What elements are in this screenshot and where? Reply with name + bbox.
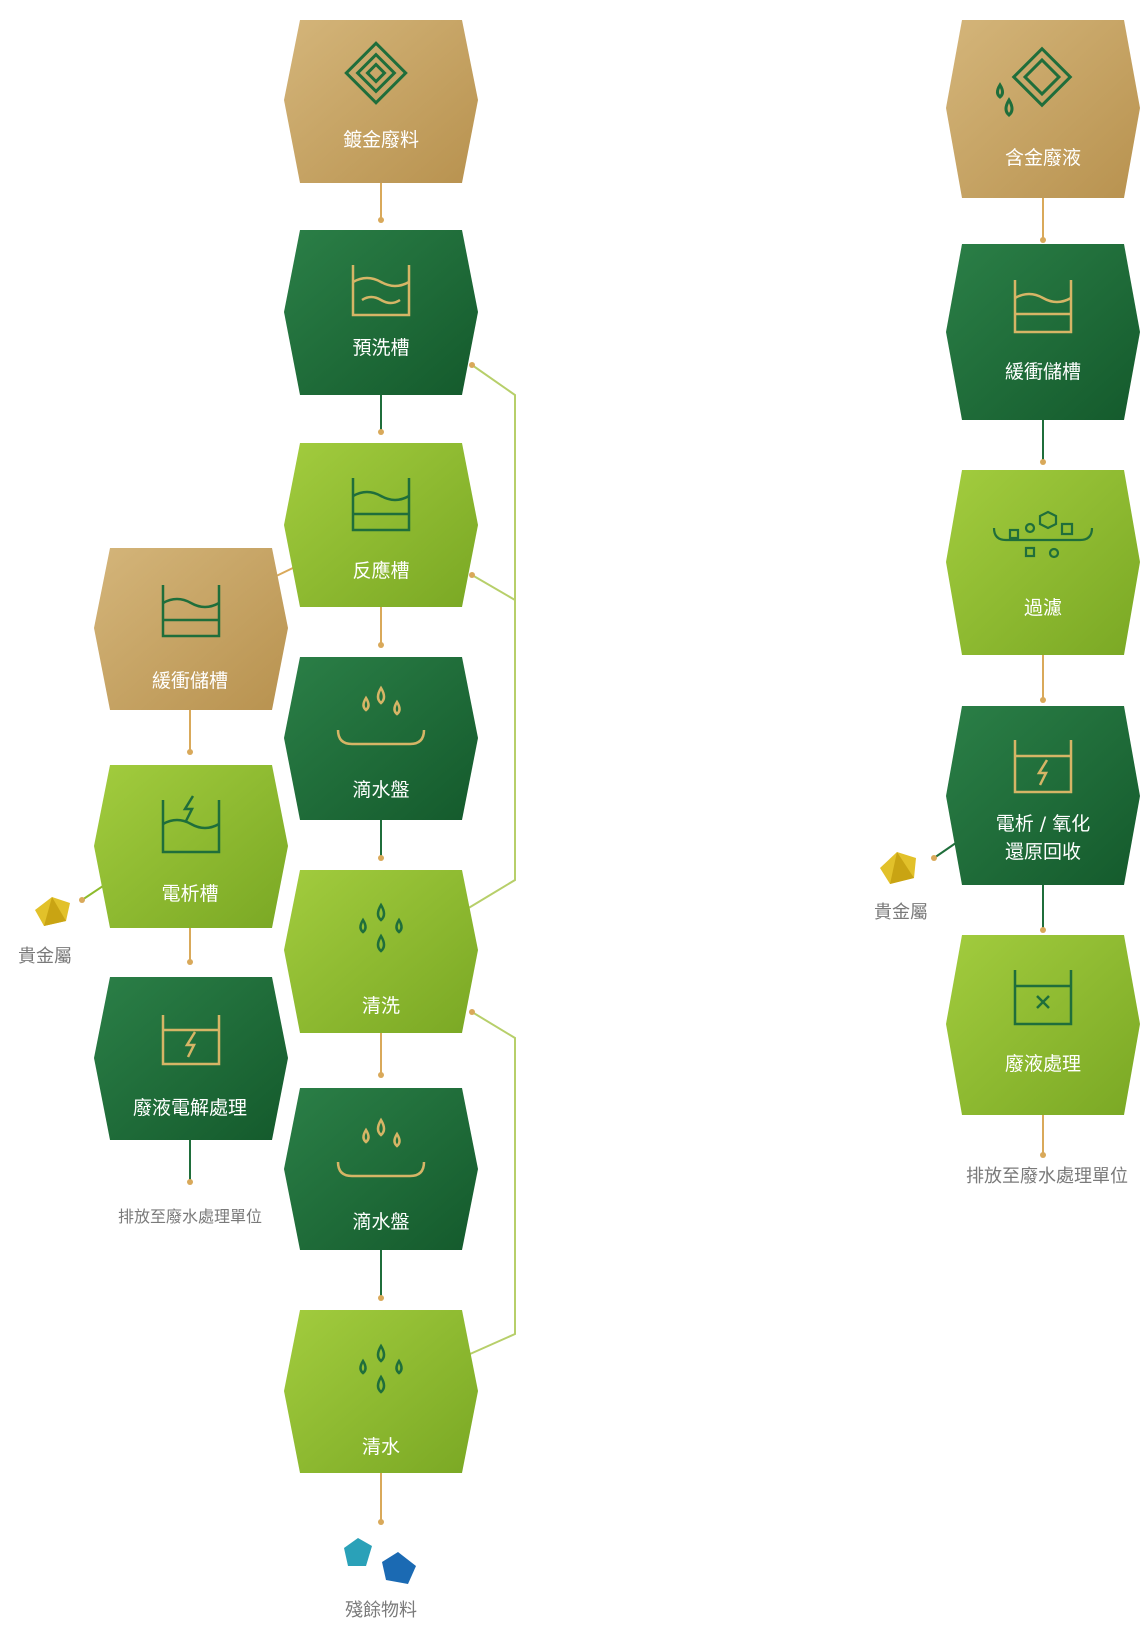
node-label: 預洗槽 <box>352 337 409 359</box>
water-drops-icon <box>359 1343 403 1394</box>
drip-tray-icon <box>336 1117 426 1178</box>
node-label: 廢液處理 <box>1005 1053 1081 1075</box>
tank-wave-icon <box>351 265 411 317</box>
node-clean-water: 清水 <box>284 1310 478 1473</box>
precious-metal-label: 貴金屬 <box>18 946 72 967</box>
node-prewash-tank: 預洗槽 <box>284 230 478 395</box>
water-drops-icon <box>359 902 403 953</box>
hex-shape <box>284 20 478 183</box>
node-drip-tray-1: 滴水盤 <box>284 657 478 820</box>
node-label: 滴水盤 <box>352 779 409 801</box>
node-reaction-tank: 反應槽 <box>284 443 478 607</box>
tank-icon <box>161 585 221 638</box>
node-label: 反應槽 <box>352 559 409 582</box>
node-label: 含金廢液 <box>1005 147 1081 169</box>
node-label: 過濾 <box>1024 597 1062 619</box>
node-plating-waste: 鍍金廢料 <box>284 20 478 183</box>
node-electrolysis-tank: 電析槽 <box>94 765 288 928</box>
node-label-line2: 還原回收 <box>1005 841 1081 863</box>
tank-x-icon <box>1013 970 1073 1026</box>
precious-metal-label: 貴金屬 <box>874 902 928 923</box>
node-label: 電析槽 <box>161 883 218 905</box>
node-drip-tray-2: 滴水盤 <box>284 1088 478 1250</box>
tank-bolt-icon <box>161 1015 221 1066</box>
tank-bolt-icon <box>1013 740 1073 794</box>
node-electro-recovery: 電析 / 氧化 還原回收 <box>946 706 1140 885</box>
node-waste-treatment: 廢液處理 <box>946 935 1140 1115</box>
drip-tray-icon <box>336 685 426 746</box>
node-buffer-tank: 緩衝儲槽 <box>94 548 288 710</box>
discharge-label: 排放至廢水處理單位 <box>966 1166 1128 1187</box>
maze-drops-icon <box>996 46 1073 117</box>
residue-gems-icon <box>344 1538 416 1584</box>
connector-dots <box>79 217 1046 1525</box>
tank-bolt-icon <box>161 795 221 854</box>
node-label: 緩衝儲槽 <box>152 670 228 692</box>
node-label: 清水 <box>362 1436 400 1458</box>
node-label-line1: 電析 / 氧化 <box>996 813 1090 835</box>
node-rinse: 清洗 <box>284 870 478 1033</box>
node-label: 滴水盤 <box>352 1211 409 1233</box>
node-label: 緩衝儲槽 <box>1005 361 1081 383</box>
node-buffer-tank-right: 緩衝儲槽 <box>946 244 1140 420</box>
node-gold-liquid: 含金廢液 <box>946 20 1140 198</box>
node-label: 清洗 <box>362 995 400 1017</box>
maze-icon <box>344 41 408 105</box>
discharge-label: 排放至廢水處理單位 <box>118 1207 262 1226</box>
gold-nugget-icon <box>35 897 70 926</box>
node-waste-electrolysis: 廢液電解處理 <box>94 977 288 1140</box>
node-filtration: 過濾 <box>946 470 1140 655</box>
residue-label: 殘餘物料 <box>345 1600 417 1621</box>
gold-nugget-icon <box>880 852 916 884</box>
filter-icon <box>992 510 1094 559</box>
node-label: 鍍金廢料 <box>343 129 419 151</box>
tank-icon <box>1013 280 1073 334</box>
node-label: 廢液電解處理 <box>133 1097 247 1119</box>
tank-icon <box>351 478 411 532</box>
